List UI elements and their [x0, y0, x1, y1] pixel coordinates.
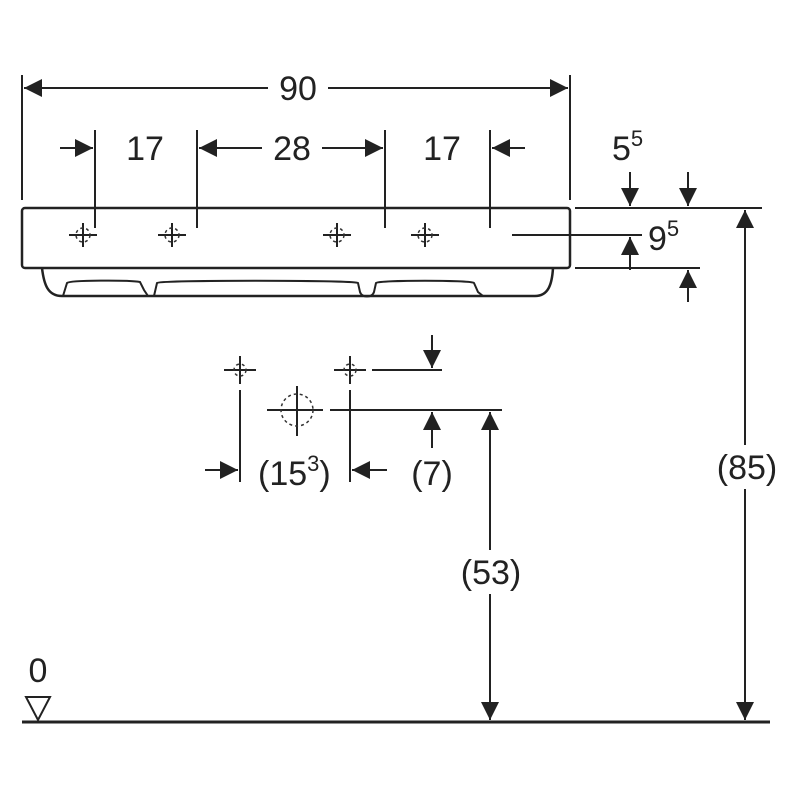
waste-height-label: (53) — [461, 554, 521, 592]
level-triangle-icon — [24, 696, 52, 723]
supply-offset-label: (7) — [411, 455, 453, 493]
rim-height-dimension: (85) — [712, 210, 782, 720]
tap-spacing-left-label: 17 — [126, 130, 164, 168]
tap-spacing-middle-label: 28 — [273, 130, 311, 168]
overall-width-label: 90 — [279, 70, 317, 108]
rim-dimensions: 55 95 — [512, 126, 762, 302]
tap-spacing-dimensions: 17 28 17 — [60, 130, 525, 228]
rim-to-tap-label: 55 — [612, 126, 643, 168]
supply-spacing-label: (153) — [258, 451, 331, 493]
rim-height-label: (85) — [717, 449, 777, 487]
tap-hole-markers — [69, 223, 439, 247]
washbasin-front-view — [20, 206, 572, 298]
waste-height-dimension: (53) — [456, 412, 526, 720]
basin-height-label: 95 — [648, 216, 679, 258]
waste-outlet-marker — [267, 386, 323, 436]
supply-waste-positions: (153) (7) — [205, 335, 502, 493]
floor-level: 0 — [22, 652, 770, 724]
tap-spacing-right-label: 17 — [423, 130, 461, 168]
overall-width-dimension: 90 — [21, 70, 571, 200]
floor-level-label: 0 — [29, 652, 48, 690]
